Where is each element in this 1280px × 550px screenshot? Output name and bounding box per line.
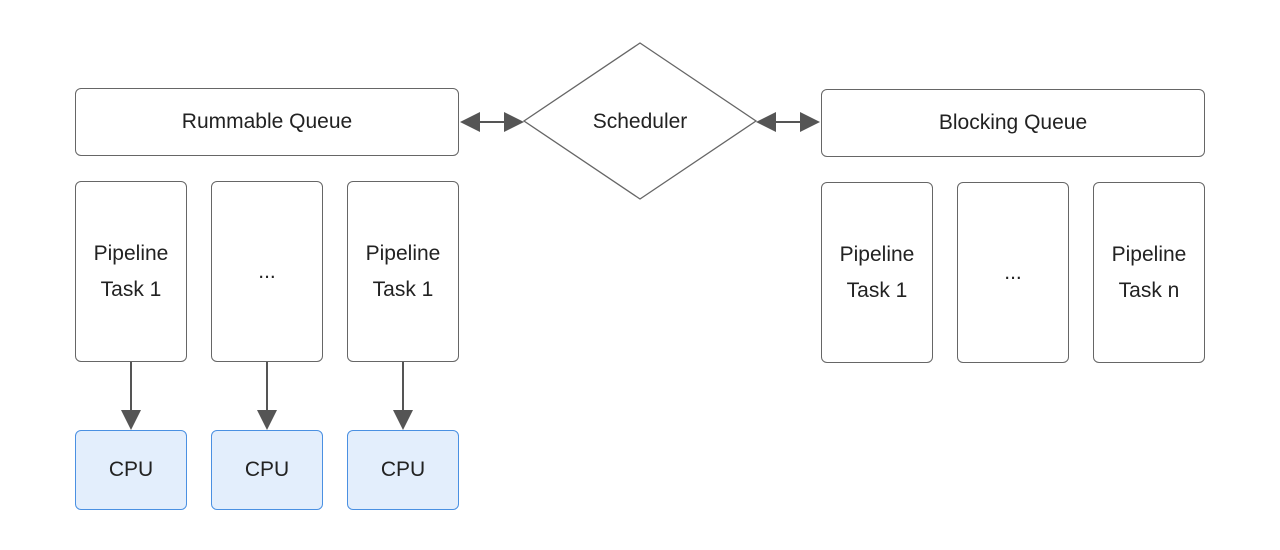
blocking-task-1: Pipeline Task 1 bbox=[821, 182, 933, 363]
blocking-task-n: Pipeline Task n bbox=[1093, 182, 1205, 363]
runnable-task-3: Pipeline Task 1 bbox=[347, 181, 459, 362]
scheduler-diamond bbox=[522, 42, 758, 200]
runnable-task-ellipsis: ... bbox=[211, 181, 323, 362]
blocking-queue-box: Blocking Queue bbox=[821, 89, 1205, 157]
runnable-task-1: Pipeline Task 1 bbox=[75, 181, 187, 362]
runnable-queue-box: Rummable Queue bbox=[75, 88, 459, 156]
cpu-3: CPU bbox=[347, 430, 459, 510]
scheduler-label: Scheduler bbox=[592, 110, 688, 133]
cpu-2: CPU bbox=[211, 430, 323, 510]
cpu-1: CPU bbox=[75, 430, 187, 510]
blocking-task-ellipsis: ... bbox=[957, 182, 1069, 363]
